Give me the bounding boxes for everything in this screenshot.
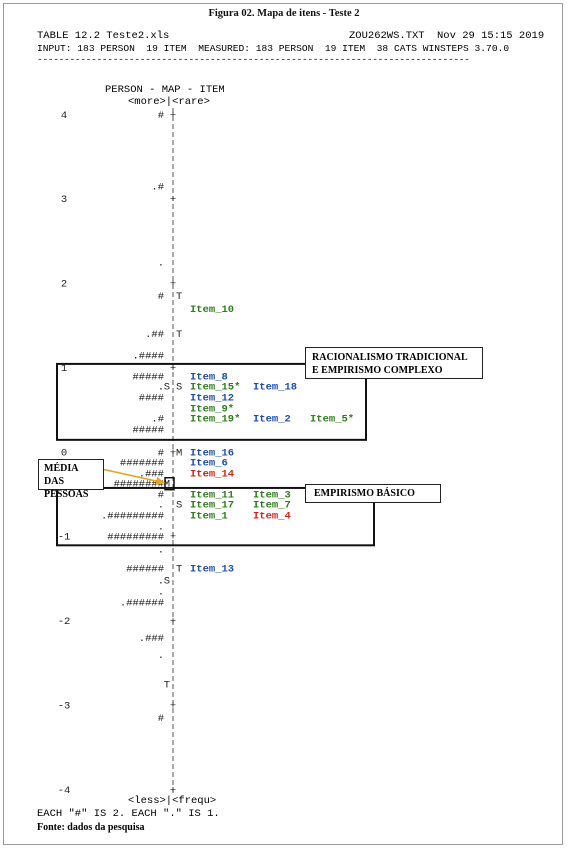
axis-tick-label--2: -2	[58, 616, 71, 628]
item-label-Item_18: Item_18	[253, 381, 297, 393]
person-mark-9: .#	[151, 414, 164, 426]
person-mark-3: #	[158, 291, 164, 303]
header-datetime: Nov 29 15:15 2019	[437, 30, 545, 42]
person-mark-2: .	[158, 257, 164, 269]
axis-tick-label-3: 3	[61, 194, 67, 206]
map-bottom-label: <less>|<frequ>	[128, 795, 217, 807]
header-input-line: INPUT: 183 PERSON 19 ITEM MEASURED: 183 …	[37, 43, 510, 54]
person-mark-27: #	[158, 713, 164, 725]
person-mark-21: ######	[126, 564, 164, 576]
item-label-Item_9: Item_9*	[190, 403, 234, 415]
axis-tick-label-4: 4	[61, 110, 67, 122]
item-label-Item_10: Item_10	[190, 304, 234, 316]
header-file-name: ZOU262WS.TXT	[349, 30, 425, 42]
person-mark-6: #####	[132, 371, 164, 383]
item-label-Item_3: Item_3	[253, 489, 291, 501]
person-mark-18: .	[158, 522, 164, 534]
item-label-Item_11: Item_11	[190, 489, 234, 501]
axis-tick-3: +	[170, 194, 176, 206]
item-label-Item_19: Item_19*	[190, 414, 240, 426]
person-mark-17: .#########	[101, 511, 164, 523]
person-mark-12: #######	[120, 457, 164, 469]
axis-tick-label--3: -3	[58, 700, 71, 712]
annotation-label-racionalismo: RACIONALISMO TRADICIONAL E EMPIRISMO COM…	[305, 347, 483, 379]
axis-tick--1: +	[170, 532, 176, 544]
item-label-Item_8: Item_8	[190, 371, 228, 383]
box-empirismo-basico	[56, 486, 375, 547]
box-racionalismo-empirismo-complexo	[56, 362, 367, 441]
person-mark-20: .	[158, 544, 164, 556]
person-mark-22: .	[158, 576, 164, 588]
person-mark-5: .####	[132, 350, 164, 362]
axis-tick-2: +	[170, 279, 176, 291]
person-marker-M-4: M	[164, 479, 170, 491]
item-marker-S-5: S	[176, 500, 182, 512]
item-label-Item_2: Item_2	[253, 414, 291, 426]
annotation-label-media-line1: MÉDIA DAS	[44, 463, 78, 487]
axis-tick-label--4: -4	[58, 785, 71, 797]
item-label-Item_5: Item_5*	[310, 414, 354, 426]
person-mark-25: .###	[139, 633, 164, 645]
person-mark-11: #	[158, 447, 164, 459]
person-mark-19: #########	[107, 532, 164, 544]
person-mark-8: ####	[139, 392, 164, 404]
axis-tick--4: +	[170, 785, 176, 797]
map-top-label: <more>|<rare>	[128, 96, 210, 108]
axis-tick-0: +	[170, 447, 176, 459]
annotation-label-media-pessoas: MÉDIA DAS PESSOAS	[38, 459, 104, 500]
person-mark-1: .#	[151, 182, 164, 194]
person-mark-24: .######	[120, 597, 164, 609]
item-label-Item_12: Item_12	[190, 392, 234, 404]
person-marker-T-8: T	[164, 679, 170, 691]
axis-tick-1: +	[170, 363, 176, 375]
figure-title: Figura 02. Mapa de itens - Teste 2	[208, 8, 360, 19]
item-label-Item_7: Item_7	[253, 500, 291, 512]
header-table-name: TABLE 12.2 Teste2.xls	[37, 30, 170, 42]
item-marker-T-6: T	[176, 564, 182, 576]
annotation-label-media-line2: PESSOAS	[44, 489, 89, 500]
annotation-label-racionalismo-line2: E EMPIRISMO COMPLEXO	[312, 365, 443, 376]
axis-tick-4: +	[170, 110, 176, 122]
person-mark-15: #	[158, 489, 164, 501]
item-marker-T-1: T	[176, 329, 182, 341]
legend-text: EACH "#" IS 2. EACH "." IS 1.	[37, 808, 220, 820]
axis-tick-label-2: 2	[61, 279, 67, 291]
header-rule: ----------------------------------------…	[37, 54, 470, 65]
axis-tick-label--1: -1	[58, 532, 71, 544]
item-marker-S-2: S	[176, 381, 182, 393]
person-mark-16: .	[158, 500, 164, 512]
person-mark-10: #####	[132, 425, 164, 437]
axis-tick--3: +	[170, 700, 176, 712]
mean-marker-box	[164, 476, 175, 491]
item-label-Item_1: Item_1	[190, 511, 228, 523]
item-marker-M-3: M	[176, 447, 182, 459]
axis-tick-label-1: 1	[61, 363, 67, 375]
item-label-Item_4: Item_4	[253, 511, 291, 523]
axis-tick--2: +	[170, 616, 176, 628]
item-label-Item_6: Item_6	[190, 457, 228, 469]
item-label-Item_13: Item_13	[190, 564, 234, 576]
item-label-Item_15: Item_15*	[190, 381, 240, 393]
axis-tick-label-0: 0	[61, 447, 67, 459]
person-mark-4: .##	[145, 329, 164, 341]
person-mark-7: .	[158, 381, 164, 393]
person-mark-26: .	[158, 650, 164, 662]
map-title: PERSON - MAP - ITEM	[105, 84, 225, 96]
source-note: Fonte: dados da pesquisa	[37, 822, 145, 833]
item-label-Item_14: Item_14	[190, 468, 234, 480]
annotation-label-racionalismo-line1: RACIONALISMO TRADICIONAL	[312, 352, 468, 363]
person-marker-S-7: S	[164, 576, 170, 588]
person-mark-0: #	[158, 110, 164, 122]
figure-frame	[3, 3, 563, 845]
person-mark-23: .	[158, 587, 164, 599]
person-marker-S-2: S	[164, 381, 170, 393]
item-label-Item_17: Item_17	[190, 500, 234, 512]
mean-arrow-head	[156, 476, 165, 485]
item-label-Item_16: Item_16	[190, 447, 234, 459]
item-marker-T-0: T	[176, 291, 182, 303]
annotation-label-empirismo-basico: EMPIRISMO BÁSICO	[305, 484, 441, 503]
